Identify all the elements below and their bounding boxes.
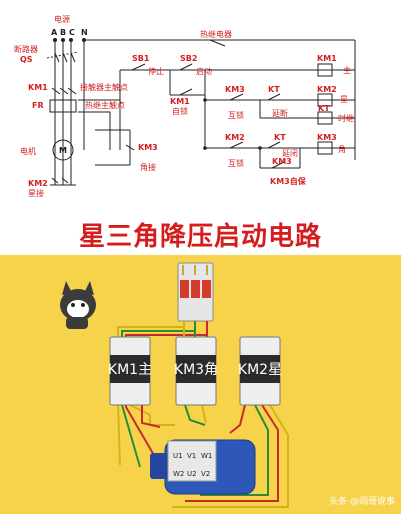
motor-label: 电机: [20, 146, 36, 156]
breaker-label: 断路器: [14, 44, 38, 54]
sb1-label: SB1: [132, 54, 150, 63]
control-schematic: 电源 A B C N 断路器 QS KM1 FR 接触器主触点 热继电器 热继主…: [0, 0, 401, 213]
angle-left-label: 角接: [140, 162, 156, 172]
thermal-relay-contact: 热继主触点: [85, 100, 125, 110]
title-band: 星三角降压启动电路: [0, 213, 401, 255]
km2-interlock-label: KM2: [225, 133, 245, 142]
power-label: 电源: [54, 14, 70, 24]
kt-delay-label: KT: [268, 85, 280, 94]
coil-kt: KT: [318, 104, 330, 113]
km2-left-label: KM2: [28, 179, 48, 188]
breaker-code: QS: [20, 55, 33, 64]
terminal-w1: W1: [201, 452, 212, 460]
delay-close-label: 延闭: [282, 148, 298, 158]
km3-self-label: KM3: [272, 157, 292, 166]
sb2-label: SB2: [180, 54, 197, 63]
km1-label: KM1主: [108, 362, 152, 378]
km3-interlock-label: KM3: [225, 85, 245, 94]
dog-mascot-icon: [60, 281, 96, 329]
km3-label: KM3角: [174, 362, 218, 378]
kt-close-label: KT: [274, 133, 286, 142]
phase-c: C: [69, 28, 75, 37]
terminal-u1: U1: [173, 452, 183, 460]
coil-km2: KM2: [317, 85, 337, 94]
coil-km2-desc: 星: [340, 95, 348, 104]
terminal-u2: U2: [187, 470, 197, 478]
coil-km3-desc: 角: [338, 144, 346, 154]
contactor-km1: [109, 336, 151, 406]
contactor-km3: [175, 336, 217, 406]
star-left-label: 星接: [28, 188, 44, 198]
km1-main-contact: 接触器主触点: [80, 82, 128, 92]
breaker-icon: [177, 262, 214, 322]
km1-label: KM1: [28, 83, 48, 92]
terminal-w2: W2: [173, 470, 184, 478]
watermark: 头条 @阎哥说事: [329, 495, 395, 507]
contactor-km2: [239, 336, 281, 406]
interlock2-label: 互锁: [228, 158, 244, 168]
stop-label: 停止: [148, 66, 164, 76]
km3-self-lock-label: KM3自保: [270, 176, 307, 186]
km2-label: KM2星: [238, 362, 282, 378]
interlock1-label: 互锁: [228, 110, 244, 120]
motor-symbol: M: [59, 146, 67, 155]
thermal-relay: 热继电器: [200, 29, 232, 39]
coil-km1: KM1: [317, 54, 337, 63]
phase-a: A: [51, 28, 58, 37]
delay-break-label: 延断: [272, 108, 288, 118]
start-label: 启动: [196, 66, 212, 76]
km1-ctrl-label: KM1: [170, 97, 190, 106]
coil-km1-desc: 主: [343, 65, 351, 75]
wiring-svg: KM1主 KM3角 KM2星 U1 V1 W1 W2 U2 V2 头条 @阎哥说…: [60, 262, 395, 508]
coil-kt-desc: 时继: [338, 113, 354, 123]
km3-left-label: KM3: [138, 143, 158, 152]
terminal-v2: V2: [201, 470, 210, 478]
coil-km3: KM3: [317, 133, 337, 142]
terminal-v1: V1: [187, 452, 196, 460]
wiring-illustration: KM1主 KM3角 KM2星 U1 V1 W1 W2 U2 V2 头条 @阎哥说…: [0, 255, 401, 514]
motor-icon: [150, 439, 256, 495]
fr-label: FR: [32, 101, 44, 110]
phase-n: N: [81, 28, 88, 37]
page-title: 星三角降压启动电路: [78, 221, 322, 252]
self-lock-label: 自锁: [172, 106, 188, 116]
phase-b: B: [60, 28, 66, 37]
